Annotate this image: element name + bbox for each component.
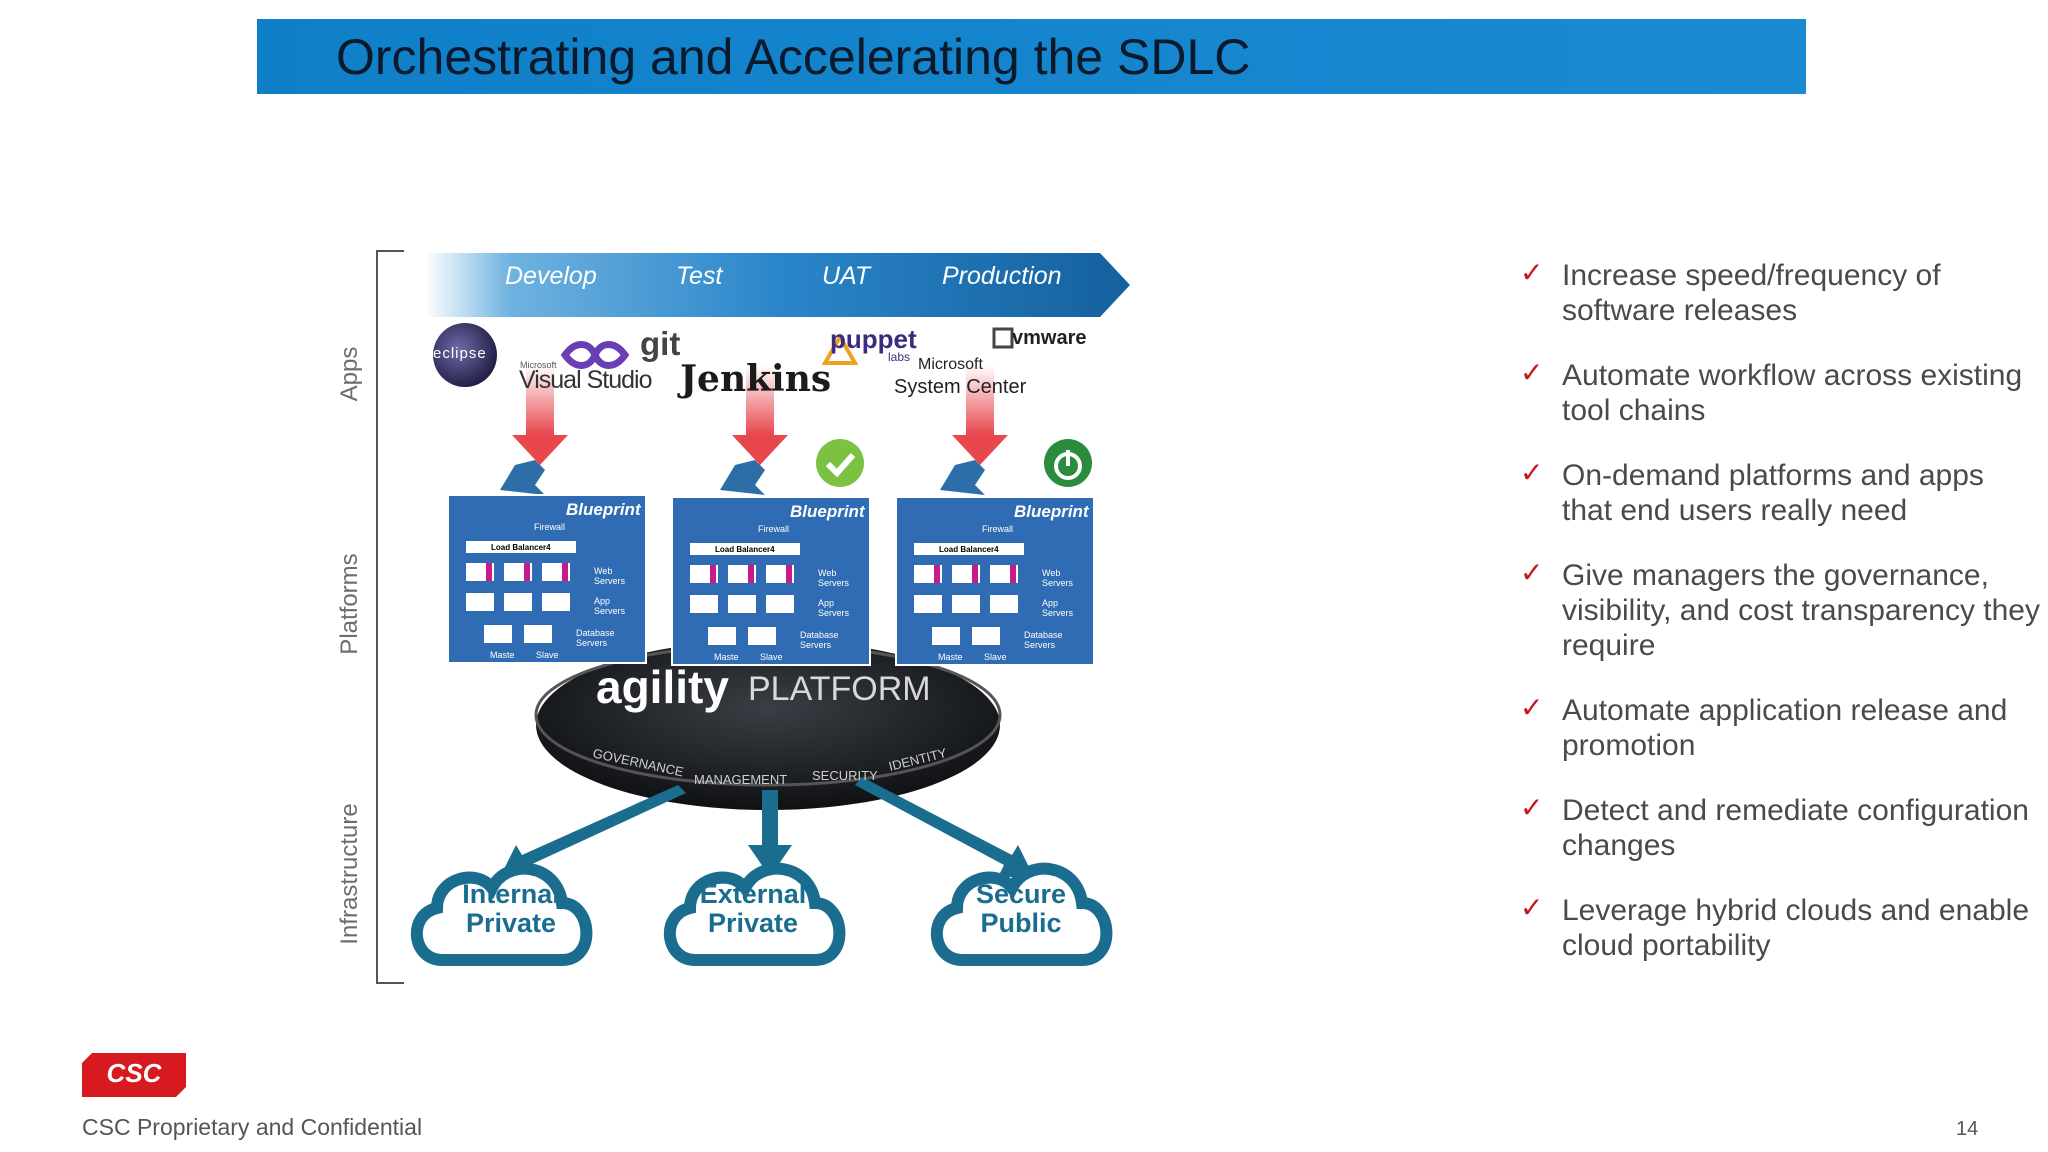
eclipse-logo: eclipse: [433, 345, 487, 362]
layer-label-platforms: Platforms: [336, 553, 363, 655]
cloud-secure-line1: Secure: [975, 879, 1067, 909]
jenkins-logo: Jenkins: [680, 358, 832, 400]
check-icon: ✓: [1520, 256, 1544, 289]
footer-confidential: CSC Proprietary and Confidential: [82, 1114, 423, 1140]
db-servers-label-2: Database Servers: [800, 630, 839, 650]
slave-label-1: Slave: [536, 650, 559, 660]
blueprint-title-2: Blueprint: [790, 502, 865, 521]
check-icon: ✓: [1520, 691, 1544, 724]
layer-label-infrastructure: Infrastructure: [336, 803, 363, 945]
firewall-label-2: Firewall: [758, 524, 790, 534]
git-logo: git: [640, 325, 681, 362]
db-servers-label-1: Database Servers: [576, 628, 615, 648]
blueprint-title-1: Blueprint: [566, 500, 641, 519]
benefit-item: ✓Detect and remediate configuration chan…: [1520, 791, 2029, 862]
agility-platform-disc: [536, 640, 1000, 810]
server-accents: [486, 563, 1016, 583]
cloud-internal-line1: Internal: [462, 879, 560, 909]
page-number: 14: [1956, 1118, 1979, 1140]
web-servers-label-3: Web Servers: [1042, 568, 1074, 588]
visual-studio-logo: Visual Studio: [519, 366, 652, 394]
load-balancer-label-1: Load Balancer4: [491, 543, 551, 552]
benefits-list: ✓Increase speed/frequency of software re…: [1520, 256, 2040, 993]
csc-logo: [82, 1053, 186, 1097]
cloud-arrows: [500, 777, 1034, 877]
layer-label-apps: Apps: [336, 346, 363, 402]
web-servers-label-2: Web Servers: [818, 568, 850, 588]
check-icon: ✓: [1520, 356, 1544, 389]
deploy-arrows: [512, 365, 1008, 465]
cloud-internal-private: Internal Private: [456, 880, 566, 938]
benefit-item: ✓Give managers the governance, visibilit…: [1520, 556, 2040, 662]
db-servers-label-3: Database Servers: [1024, 630, 1063, 650]
slave-label-2: Slave: [760, 652, 783, 662]
cloud-shapes: [410, 862, 1113, 966]
check-icon: ✓: [1520, 556, 1544, 589]
slide-title: Orchestrating and Accelerating the SDLC: [336, 29, 1251, 85]
cloud-secure-line2: Public: [980, 908, 1062, 938]
app-servers-label-3: App Servers: [1042, 598, 1074, 618]
stage-develop: Develop: [505, 262, 597, 290]
firewall-label-3: Firewall: [982, 524, 1014, 534]
benefit-item: ✓Automate workflow across existing tool …: [1520, 356, 2023, 427]
load-balancer-label-3: Load Balancer4: [939, 545, 999, 554]
benefit-item: ✓Leverage hybrid clouds and enable cloud…: [1520, 891, 2030, 962]
puppet-icon: [821, 332, 859, 365]
ring-management: MANAGEMENT: [694, 772, 788, 787]
platform-label: PLATFORM: [748, 670, 931, 708]
system-center-logo: System Center: [894, 376, 1027, 398]
sdlc-diagram: [410, 253, 1130, 966]
check-circle-icon: [816, 439, 864, 487]
stage-test: Test: [676, 262, 723, 290]
csc-logo-text: CSC: [106, 1058, 162, 1088]
eclipse-logo-icon: [433, 323, 497, 387]
master-label-2: Maste: [714, 652, 739, 662]
slave-label-3: Slave: [984, 652, 1007, 662]
firewall-label-1: Firewall: [534, 522, 566, 532]
web-servers-label-1: Web Servers: [594, 566, 626, 586]
cloud-external-private: External Private: [698, 880, 808, 938]
puppet-logo: puppet: [830, 324, 917, 354]
check-icon: ✓: [1520, 456, 1544, 489]
app-servers-label-2: App Servers: [818, 598, 850, 618]
cloud-external-line2: Private: [707, 908, 799, 938]
puppet-labs: labs: [888, 350, 911, 364]
stage-production: Production: [942, 262, 1062, 290]
stage-uat: UAT: [822, 262, 871, 290]
cloud-secure-public: Secure Public: [966, 880, 1076, 938]
vmware-icon: [992, 327, 1014, 349]
ms-system-center-small: Microsoft: [918, 356, 983, 373]
benefit-item: ✓Automate application release and promot…: [1520, 691, 2008, 762]
cloud-internal-line2: Private: [465, 908, 557, 938]
stage-arrow: [425, 253, 1130, 317]
visual-studio-icon: [560, 341, 630, 369]
robot-arms: [500, 460, 985, 495]
load-balancer-label-2: Load Balancer4: [715, 545, 775, 554]
blueprint-title-3: Blueprint: [1014, 502, 1089, 521]
check-icon: ✓: [1520, 791, 1544, 824]
layer-bracket: [376, 250, 404, 984]
agility-brand: agility: [596, 661, 729, 713]
ring-security: SECURITY: [812, 768, 878, 783]
check-icon: ✓: [1520, 891, 1544, 924]
benefit-item: ✓Increase speed/frequency of software re…: [1520, 256, 1941, 327]
vmware-logo: vmware: [1012, 327, 1087, 349]
title-bar: [257, 19, 1806, 94]
benefit-item: ✓On-demand platforms and apps that end u…: [1520, 456, 1984, 527]
master-label-3: Maste: [938, 652, 963, 662]
load-balancer-bars: [466, 541, 1024, 555]
power-icon: [1044, 439, 1092, 487]
app-servers-label-1: App Servers: [594, 596, 626, 616]
visual-studio-small: Microsoft: [520, 360, 557, 370]
cloud-external-line1: External: [699, 879, 807, 909]
master-label-1: Maste: [490, 650, 515, 660]
